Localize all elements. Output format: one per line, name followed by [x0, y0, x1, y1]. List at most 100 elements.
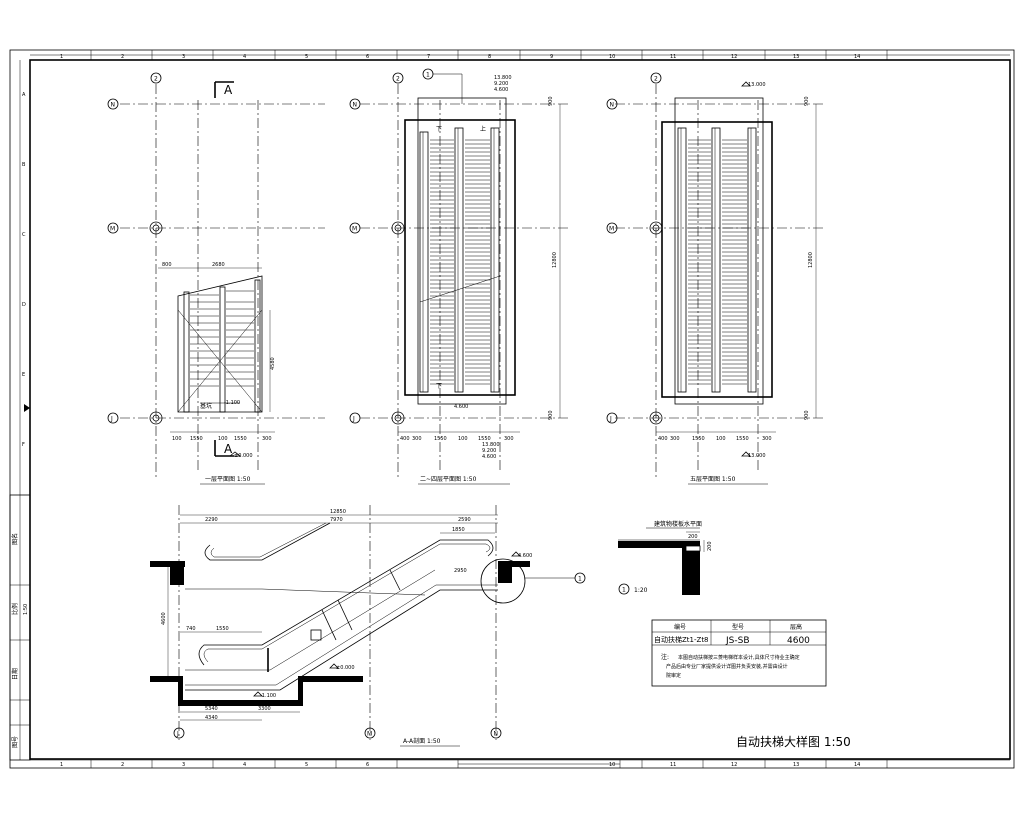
ruler-top-6: 6	[366, 54, 369, 60]
ruler-bottom-11: 11	[670, 762, 676, 768]
plan2-level-top-1: 9.200	[494, 81, 508, 87]
plan3-dim-b2: 1550	[692, 436, 705, 442]
axis-label-n: N	[111, 102, 116, 109]
axis-bubble-j	[107, 412, 119, 424]
plan2-dim-b4: 1550	[478, 436, 491, 442]
section-dim-1550: 1550	[216, 626, 229, 632]
section-axis-m: M	[367, 731, 372, 738]
axis-label-2: 2	[154, 76, 158, 83]
section-axis-n: N	[494, 731, 499, 738]
section-mark-top: A	[224, 83, 233, 97]
ruler-bottom-2: 2	[121, 762, 124, 768]
plan3-dim-b4: 1550	[736, 436, 749, 442]
detail-scale: 1:20	[634, 587, 648, 594]
plan2-axis-n: N	[353, 102, 358, 109]
detail-label: 建筑物楼板水平面	[654, 520, 702, 528]
plan-second-fourth-floor: N M J 2 1 13.800 9.200 4.600 下 上 下 900 1…	[349, 68, 570, 485]
title-block-scale: 比例	[11, 603, 19, 615]
plan1-pit-level: -1.100	[224, 400, 240, 406]
ruler-bottom-3: 3	[182, 762, 185, 768]
drawing-title: 自动扶梯大样图 1:50	[736, 734, 851, 749]
plan3-dim-b5: 300	[762, 436, 772, 442]
ruler-top-12: 12	[731, 54, 737, 60]
table-header-height: 层高	[790, 623, 802, 631]
plan2-dim-right-0: 900	[548, 96, 554, 106]
ruler-top-9: 9	[550, 54, 553, 60]
plan2-dim-b0: 400	[400, 436, 410, 442]
table-cell-model: JS-SB	[725, 636, 750, 646]
plan3-dim-b3: 100	[716, 436, 726, 442]
title-block-name: 图名	[11, 533, 19, 545]
ruler-left-d: D	[22, 302, 26, 308]
ruler-bottom-12: 12	[731, 762, 737, 768]
plan2-caption: 二~四层平面图 1:50	[420, 476, 477, 483]
section-level-upper: 4.600	[518, 553, 532, 559]
section-dim-height: 4600	[161, 612, 167, 625]
plan2-dim-b1: 300	[412, 436, 422, 442]
plan3-dim-b1: 300	[670, 436, 680, 442]
ruler-left-b: B	[22, 162, 26, 168]
title-block-date: 日期	[11, 668, 19, 680]
plan1-dim-top-0: 800	[162, 262, 172, 268]
ruler-top-7: 7	[427, 54, 430, 60]
ruler-bottom-13: 13	[793, 762, 799, 768]
table-note-line-1: 本图自动扶梯按三菱电梯样本设计,具体尺寸待业主确定	[678, 654, 800, 661]
ruler-bottom-14: 14	[854, 762, 860, 768]
plan2-level-top-2: 4.600	[494, 87, 508, 93]
plan3-level-bottom: 13.000	[748, 453, 766, 459]
ruler-left-a: A	[22, 92, 26, 98]
plan3-dim-right-0: 900	[804, 96, 810, 106]
section-a-a: J M N 12850 2290 7970 2590 1850	[150, 505, 586, 747]
table-cell-height: 4600	[787, 636, 810, 646]
plan1-dim-top-1: 2680	[212, 262, 225, 268]
ruler-left-c: C	[22, 232, 26, 238]
ruler-top-4: 4	[243, 54, 246, 60]
section-mark-bottom: A	[224, 442, 233, 456]
plan-first-floor: N M J 2 A A 800 2680	[107, 72, 325, 485]
ruler-bottom-10: 10	[609, 762, 615, 768]
plan2-dim-right-2: 900	[548, 410, 554, 420]
axis-bubble-2	[150, 72, 162, 84]
ruler-top-2: 2	[121, 54, 124, 60]
ruler-left-e: E	[22, 372, 25, 378]
section-level-lower: ±0.000	[336, 665, 355, 671]
section-axis-j: J	[176, 731, 179, 738]
section-dim-740: 740	[186, 626, 196, 632]
plan1-caption: 一层平面图 1:50	[205, 476, 251, 483]
ruler-top-5: 5	[305, 54, 308, 60]
axis-bubble-n	[107, 98, 119, 110]
section-level-pit: -1.100	[260, 693, 276, 699]
detail-dim: 200	[688, 534, 698, 540]
plan3-dim-right-1: 12800	[808, 252, 814, 268]
plan3-dim-right-2: 900	[804, 410, 810, 420]
ruler-bottom-1: 1	[60, 762, 63, 768]
ruler-top-10: 10	[609, 54, 615, 60]
plan1-pit-label: 基坑	[200, 402, 212, 410]
section-caption: A-A剖面 1:50	[403, 737, 441, 745]
left-ruler: A B C D E F	[19, 60, 30, 495]
title-block-strip: 图名 比例 1:50 日期 图号	[9, 494, 31, 761]
plan3-axis-m: M	[609, 226, 614, 233]
plan1-dim-b0: 100	[172, 436, 182, 442]
ruler-top-13: 13	[793, 54, 799, 60]
ruler-top-14: 14	[854, 54, 860, 60]
ruler-top-3: 3	[182, 54, 185, 60]
plan3-axis-2: 2	[654, 76, 658, 83]
plan3-dim-b0: 400	[658, 436, 668, 442]
plan-fifth-floor: N M J 2 13.000 900 12800 900 400 300 155…	[606, 72, 825, 485]
detail-1: 建筑物楼板水平面 200 200 1 1:20	[618, 520, 713, 595]
ruler-bottom-4: 4	[243, 762, 246, 768]
section-dim-3300: 3300	[258, 706, 271, 712]
ruler-bottom-6: 6	[366, 762, 369, 768]
title-block-scale-value: 1:50	[23, 604, 29, 615]
detail-callout: 1	[622, 587, 626, 594]
title-block-number: 图号	[12, 736, 19, 748]
section-dim-2290: 2290	[205, 517, 218, 523]
ruler-top-1: 1	[60, 54, 63, 60]
plan1-dim-b2: 100	[218, 436, 228, 442]
plan2-dim-right-1: 12800	[552, 252, 558, 268]
plan2-callout-number: 1	[426, 72, 430, 79]
section-dim-2590: 2590	[458, 517, 471, 523]
plan2-note-level: 4.600	[454, 404, 468, 410]
